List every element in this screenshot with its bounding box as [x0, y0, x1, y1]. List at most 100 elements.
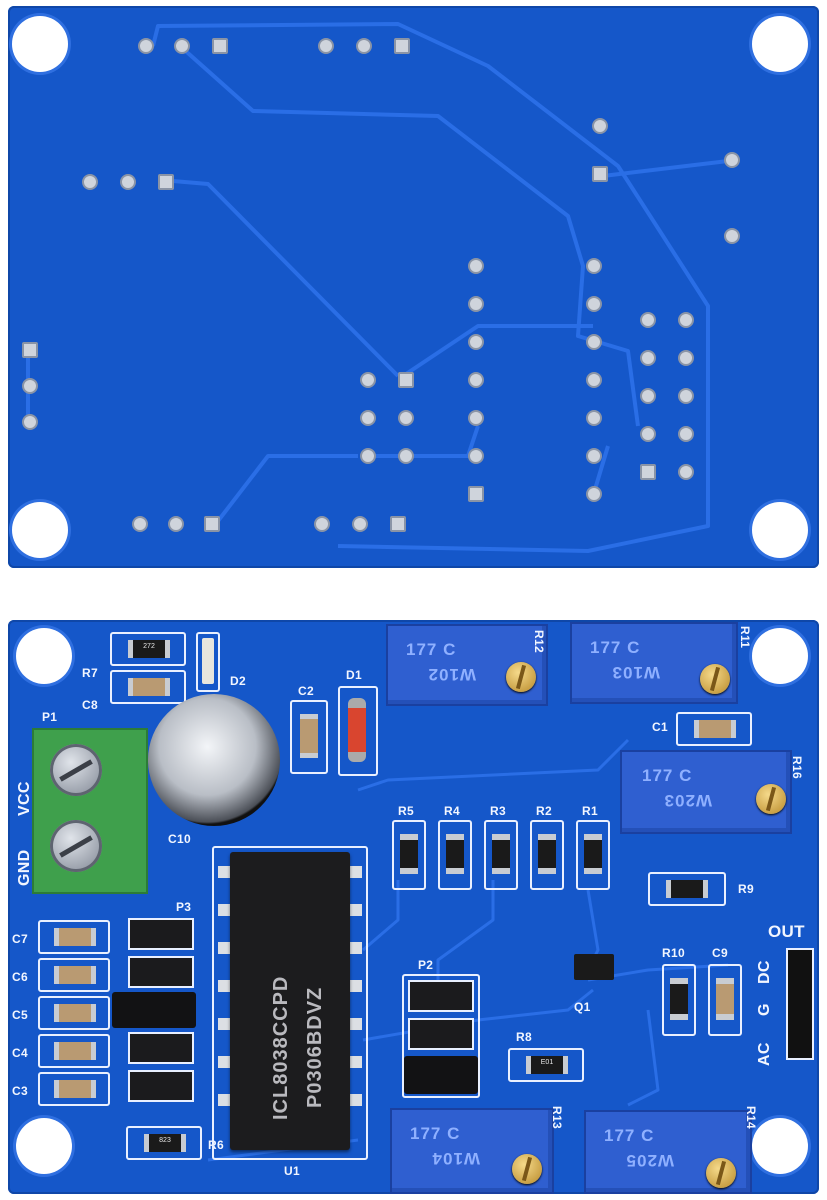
- potentiometer-r12[interactable]: 177 C W102: [386, 624, 548, 706]
- solder-pad: [352, 516, 368, 532]
- c3-outline: [38, 1072, 110, 1106]
- resistor-r1: [584, 834, 602, 874]
- r2-outline: [530, 820, 564, 890]
- solder-pad: [586, 258, 602, 274]
- header-pin-pair[interactable]: [128, 1070, 194, 1102]
- label-c10: C10: [168, 832, 191, 846]
- label-d1: D1: [346, 668, 362, 682]
- jumper-cap[interactable]: [112, 992, 196, 1028]
- ic-pin: [218, 904, 232, 916]
- capacitor-c8: [128, 678, 170, 696]
- ic-pin: [348, 942, 362, 954]
- r5-outline: [392, 820, 426, 890]
- r6-outline: [126, 1126, 202, 1160]
- solder-pad: [724, 152, 740, 168]
- c8-outline: [110, 670, 186, 704]
- p2-outline: [402, 974, 480, 1098]
- ic-pin: [218, 980, 232, 992]
- terminal-screw[interactable]: [50, 820, 102, 872]
- label-r4: R4: [444, 804, 460, 818]
- resistor-r10: [670, 978, 688, 1020]
- resistor-r6: 823: [144, 1134, 186, 1152]
- solder-pad: [592, 166, 608, 182]
- label-g: G: [756, 1003, 773, 1016]
- ic-pin: [218, 942, 232, 954]
- ic-pin: [348, 1094, 362, 1106]
- label-r8: R8: [516, 1030, 532, 1044]
- solder-pad: [586, 486, 602, 502]
- potentiometer-r13[interactable]: 177 C W104: [390, 1108, 554, 1194]
- ic-marking-line1: ICL8038CCPD: [270, 975, 292, 1120]
- pot-r16-value: W203: [663, 791, 712, 810]
- label-r7: R7: [82, 666, 98, 680]
- solder-pad: [640, 388, 656, 404]
- d2-outline: [196, 632, 220, 692]
- solder-pad: [724, 228, 740, 244]
- header-pin-pair[interactable]: [128, 1032, 194, 1064]
- adjust-screw[interactable]: [506, 662, 536, 692]
- label-c4: C4: [12, 1046, 28, 1060]
- adjust-screw[interactable]: [706, 1158, 736, 1188]
- header-pin-pair[interactable]: [408, 980, 474, 1012]
- pot-r11-value: W103: [611, 663, 660, 682]
- adjust-screw[interactable]: [700, 664, 730, 694]
- solder-pad: [394, 38, 410, 54]
- header-pin-pair[interactable]: [408, 1018, 474, 1050]
- label-d2: D2: [230, 674, 246, 688]
- solder-pad: [318, 38, 334, 54]
- header-pin-pair[interactable]: [128, 918, 194, 950]
- header-pin-pair[interactable]: [128, 956, 194, 988]
- potentiometer-r16[interactable]: 177 C W203: [620, 750, 792, 834]
- solder-pad: [468, 372, 484, 388]
- solder-pad: [398, 410, 414, 426]
- ic-pin: [348, 1056, 362, 1068]
- label-r3: R3: [490, 804, 506, 818]
- resistor-r2: [538, 834, 556, 874]
- mounting-hole: [752, 1118, 808, 1174]
- pot-r16-marking: 177 C: [642, 766, 693, 785]
- screw-terminal-p1[interactable]: [32, 728, 148, 894]
- mounting-hole: [752, 502, 808, 558]
- solder-pad: [398, 372, 414, 388]
- solder-pad: [314, 516, 330, 532]
- solder-pad: [204, 516, 220, 532]
- label-c2: C2: [298, 684, 314, 698]
- ic-pin: [348, 904, 362, 916]
- solder-pad: [356, 38, 372, 54]
- adjust-screw[interactable]: [512, 1154, 542, 1184]
- capacitor-c2: [300, 714, 318, 758]
- solder-pad: [120, 174, 136, 190]
- solder-pad: [174, 38, 190, 54]
- mounting-hole: [12, 16, 68, 72]
- ic-pin: [218, 1056, 232, 1068]
- solder-pad: [678, 426, 694, 442]
- label-p2: P2: [418, 958, 434, 972]
- solder-pad: [640, 312, 656, 328]
- solder-pad: [360, 372, 376, 388]
- jumper-cap[interactable]: [404, 1056, 478, 1094]
- solder-pad: [586, 372, 602, 388]
- capacitor-c6: [54, 966, 96, 984]
- label-c6: C6: [12, 970, 28, 984]
- capacitor-c4: [54, 1042, 96, 1060]
- potentiometer-r11[interactable]: 177 C W103: [570, 622, 738, 704]
- c6-outline: [38, 958, 110, 992]
- d1-outline: [338, 686, 378, 776]
- adjust-screw[interactable]: [756, 784, 786, 814]
- label-ac: AC: [756, 1042, 773, 1066]
- label-r5: R5: [398, 804, 414, 818]
- r8-outline: [508, 1048, 584, 1082]
- label-p1: P1: [42, 710, 58, 724]
- ic-marking-line2: P0306BDVZ: [304, 986, 326, 1108]
- label-c3: C3: [12, 1084, 28, 1098]
- output-header[interactable]: [786, 948, 814, 1060]
- ic-pin: [348, 866, 362, 878]
- pot-r14-marking: 177 C: [604, 1126, 655, 1145]
- potentiometer-r14[interactable]: 177 C W205: [584, 1110, 752, 1194]
- terminal-screw[interactable]: [50, 744, 102, 796]
- label-dc: DC: [756, 960, 773, 984]
- ic-pin: [348, 980, 362, 992]
- r4-outline: [438, 820, 472, 890]
- c1-outline: [676, 712, 752, 746]
- back-traces: [26, 22, 729, 553]
